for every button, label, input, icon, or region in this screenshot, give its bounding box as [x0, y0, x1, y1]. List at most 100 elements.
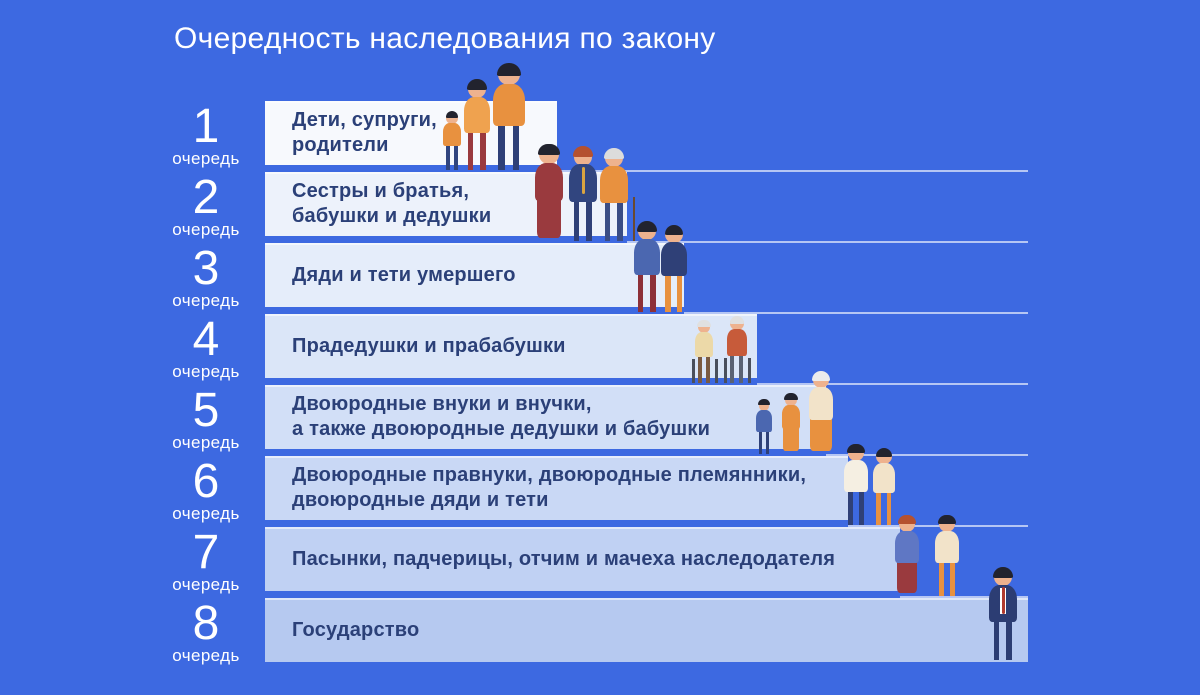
step-tread-line — [848, 525, 1028, 527]
person — [986, 566, 1019, 660]
person-leg — [604, 200, 611, 241]
person-dress — [896, 556, 918, 593]
person-dress — [783, 423, 799, 451]
queue-word: очередь — [172, 220, 240, 239]
person-torso — [989, 584, 1017, 622]
inheritance-step-text: Двоюродные внуки и внучки, а также двоюр… — [292, 393, 711, 440]
inheritance-step-bar: Двоюродные правнуки, двоюродные племянни… — [265, 456, 848, 520]
person-leg — [858, 489, 864, 525]
person — [723, 315, 752, 383]
person-leg — [876, 491, 881, 525]
person-leg — [454, 143, 458, 170]
step-tread-line — [627, 241, 1028, 243]
inheritance-step-text: Государство — [292, 618, 420, 641]
walking-cane — [632, 196, 636, 241]
person-leg — [847, 489, 853, 525]
inheritance-step-bar: Прадедушки и прабабушки — [265, 314, 757, 378]
inheritance-step-bar: Двоюродные внуки и внучки, а также двоюр… — [265, 385, 826, 449]
person-hair — [467, 78, 487, 90]
person-hair — [729, 315, 745, 324]
person-torso — [633, 238, 661, 275]
person-hair — [992, 566, 1014, 578]
person-leg — [886, 491, 892, 525]
queue-word: очередь — [172, 646, 240, 665]
person-hair — [758, 398, 770, 406]
person-leg — [650, 272, 656, 312]
queue-word: очередь — [172, 504, 240, 523]
person-hair — [697, 319, 711, 328]
person-torso — [808, 387, 834, 420]
queue-word: очередь — [172, 149, 240, 168]
person-tie — [581, 166, 585, 194]
queue-number: 3 — [192, 242, 220, 295]
person-hair — [637, 220, 657, 232]
person-head — [446, 112, 458, 124]
person-dress — [536, 195, 562, 238]
inheritance-step-bar: Дяди и тети умершего — [265, 243, 684, 307]
person-leg — [467, 130, 474, 170]
person-hair — [664, 224, 684, 236]
inheritance-step-text: Пасынки, падчерицы, отчим и мачеха насле… — [292, 547, 836, 570]
person — [842, 443, 871, 525]
person-hair — [497, 62, 521, 76]
person — [659, 224, 690, 312]
inheritance-step-text: Двоюродные правнуки, двоюродные племянни… — [292, 464, 807, 511]
page-title: Очередность наследования по закону — [174, 22, 716, 55]
person-leg — [706, 355, 710, 383]
inheritance-step-text: Дети, супруги, родители — [292, 109, 437, 156]
queue-number: 4 — [192, 313, 220, 366]
chair-leg — [714, 359, 718, 383]
person — [532, 143, 567, 241]
person-leg — [730, 353, 735, 383]
person-hair — [811, 370, 830, 381]
person-torso — [463, 96, 491, 133]
person-leg — [677, 274, 683, 312]
person-torso — [872, 462, 896, 494]
person — [754, 398, 773, 454]
person-torso — [493, 83, 525, 126]
step-tread-line — [757, 383, 1028, 385]
queue-word: очередь — [172, 362, 240, 381]
inheritance-step-text: Дяди и тети умершего — [292, 263, 516, 286]
person-leg — [586, 199, 593, 241]
queue-word: очередь — [172, 291, 240, 310]
person-torso — [534, 162, 564, 202]
inheritance-step-bar: Пасынки, падчерицы, отчим и мачеха насле… — [265, 527, 900, 591]
person-leg — [697, 355, 702, 383]
person-torso — [782, 405, 800, 430]
person-torso — [727, 329, 747, 356]
person-hair — [572, 145, 594, 158]
person-leg — [498, 123, 505, 170]
person-leg — [512, 123, 520, 170]
person-hair — [445, 110, 459, 118]
queue-number: 2 — [192, 171, 220, 224]
person-torso — [443, 122, 461, 146]
person-leg — [665, 274, 671, 312]
queue-number: 8 — [192, 597, 220, 650]
person — [442, 110, 463, 170]
person-leg — [1006, 619, 1012, 660]
person-torso — [600, 165, 628, 203]
chair-leg — [748, 357, 752, 383]
person-dress — [810, 413, 832, 451]
person — [631, 220, 663, 312]
person-torso — [694, 332, 714, 358]
queue-number: 1 — [192, 100, 220, 153]
person-leg — [993, 619, 1000, 660]
person-leg — [949, 560, 955, 596]
person-hair — [938, 514, 956, 525]
person-torso — [661, 241, 687, 277]
person-hair — [784, 392, 798, 400]
person-torso — [569, 164, 597, 202]
person-head — [758, 400, 770, 411]
person-hair — [847, 443, 865, 454]
queue-number: 7 — [192, 526, 220, 579]
person-leg — [758, 429, 762, 454]
